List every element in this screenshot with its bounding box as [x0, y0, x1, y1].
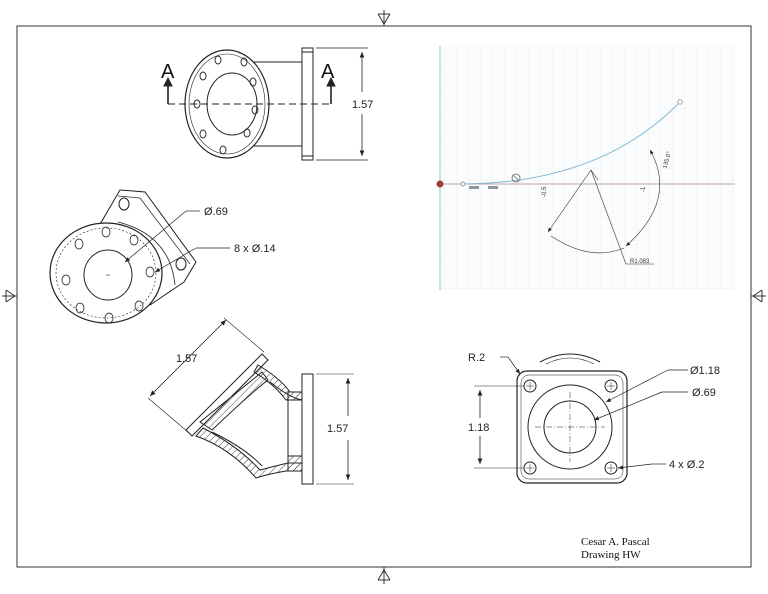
- centering-mark-bottom: [377, 567, 391, 584]
- section-diag-dim: 1.57: [176, 353, 197, 365]
- front-height-dim: 1.57: [352, 99, 373, 111]
- title-author: Cesar A. Pascal: [581, 536, 650, 548]
- iso-hole-callout: 8 x Ø.14: [234, 243, 276, 255]
- sketch-angle-label: 135.0°: [663, 150, 673, 169]
- centering-mark-top: [377, 10, 391, 26]
- iso-bore-dim: Ø.69: [204, 206, 228, 218]
- section-view: [147, 317, 354, 485]
- bottom-radius-callout: R.2: [468, 352, 485, 364]
- sketch-tick-neg-half: -0.5: [542, 186, 548, 197]
- section-mark-right: A: [321, 61, 335, 83]
- section-height-dim: 1.57: [327, 423, 348, 435]
- iso-view: [49, 189, 230, 324]
- sketch-panel: 135.0° R1.083 -0.5 -1: [436, 46, 735, 290]
- bottom-inner-dia: Ø.69: [692, 387, 716, 399]
- centering-mark-right: [751, 289, 766, 303]
- sketch-origin: [436, 180, 444, 188]
- bottom-view: [474, 353, 688, 484]
- front-view: [163, 47, 368, 161]
- constraint-icon: [511, 173, 521, 183]
- bottom-side-dim: 1.18: [468, 422, 489, 434]
- title-subtitle: Drawing HW: [581, 549, 641, 561]
- section-mark-left: A: [161, 61, 175, 83]
- bottom-hole-callout: 4 x Ø.2: [669, 459, 704, 471]
- sketch-arc: [459, 101, 681, 185]
- bottom-outer-dia: Ø1.18: [690, 365, 720, 377]
- sketch-tick-neg-one: -1: [641, 186, 647, 192]
- centering-mark-left: [2, 289, 17, 303]
- sketch-radius-label: R1.083: [630, 259, 650, 265]
